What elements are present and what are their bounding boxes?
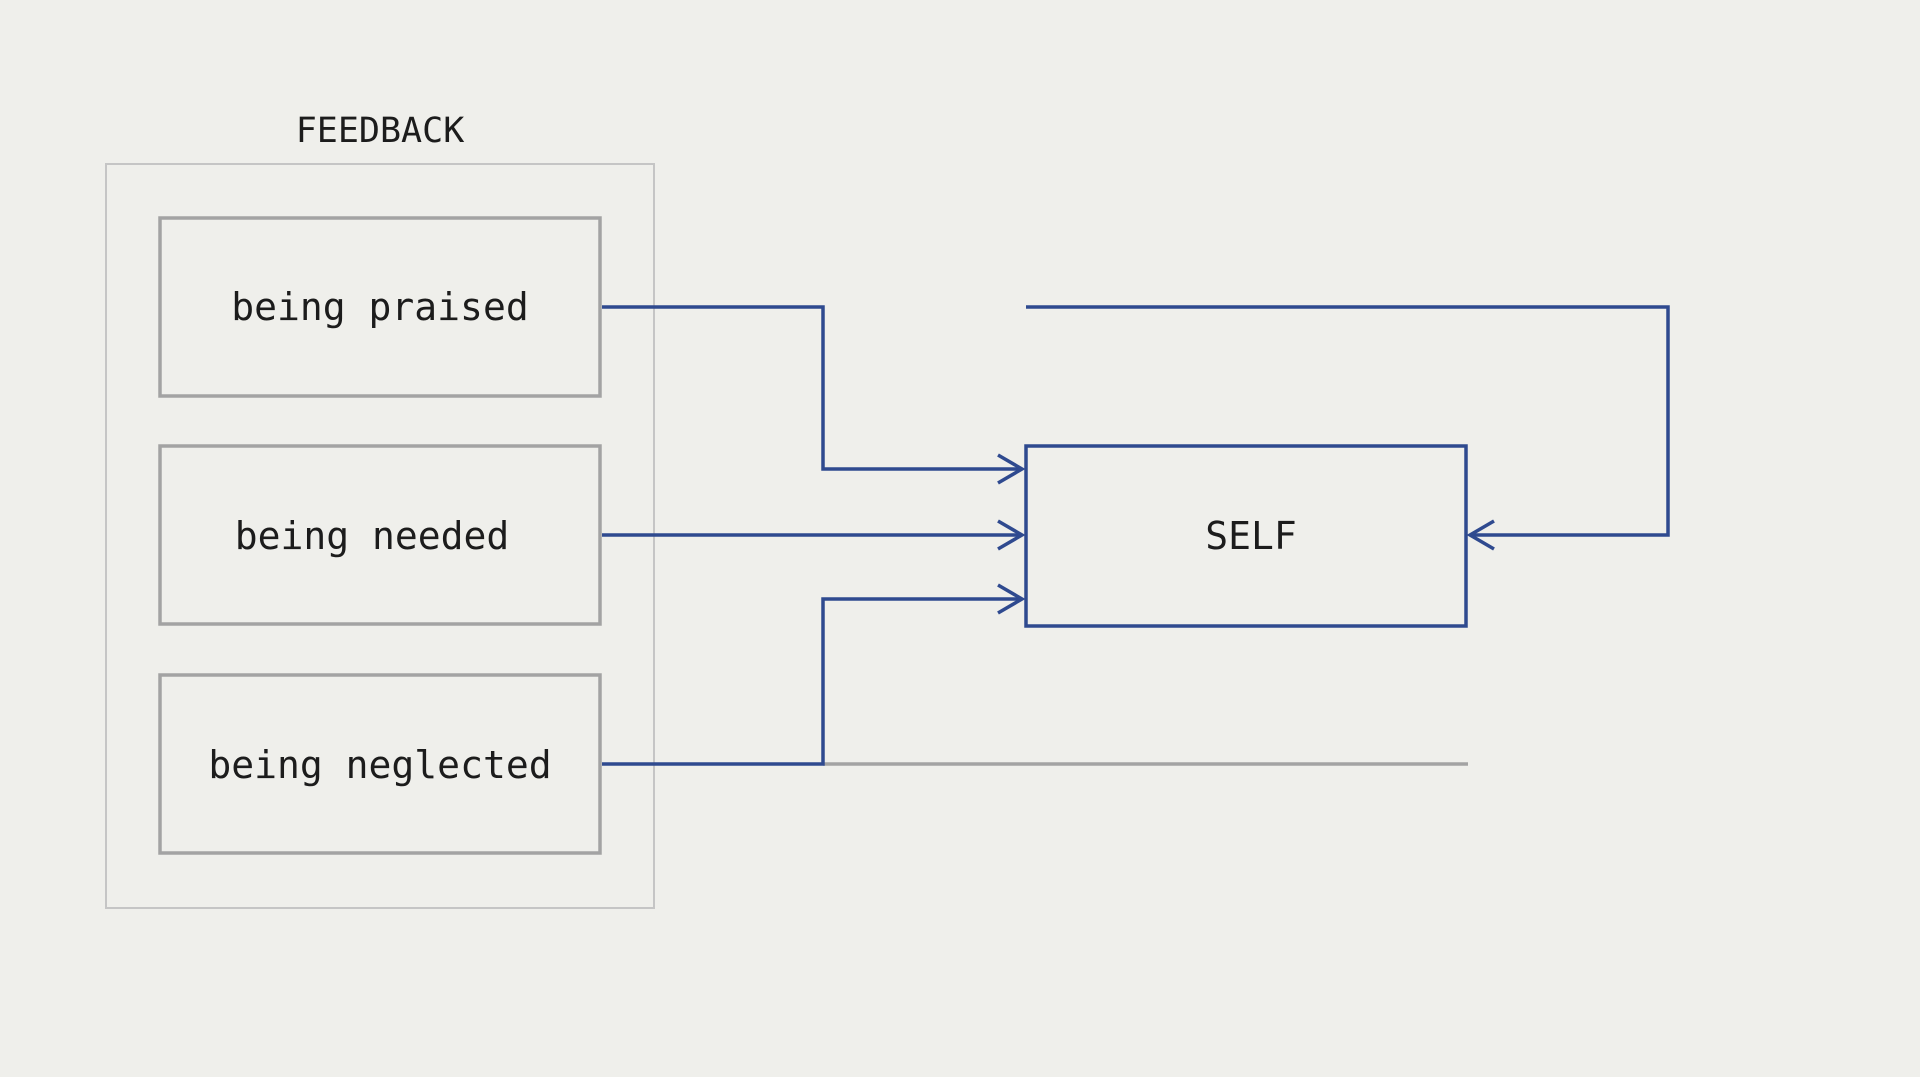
item-box-being-neglected [158,673,602,855]
connector-praised-to-self [602,305,1020,471]
item-box-being-praised [158,216,602,398]
feedback-title: FEEDBACK [296,111,465,151]
arrowhead-neglected-icon [997,583,1026,615]
item-label-being-neglected: being neglected [208,743,551,787]
arrowhead-loop-icon [1466,519,1495,551]
self-box [1024,444,1468,628]
arrowhead-praised-icon [997,453,1026,485]
connector-loop-to-self [1026,305,1670,537]
item-label-being-needed: being needed [235,514,510,558]
connector-neglected-to-self [602,597,1020,766]
item-label-being-praised: being praised [231,285,528,329]
item-box-being-needed [158,444,602,626]
arrowhead-needed-icon [997,519,1026,551]
self-label: SELF [1205,514,1297,558]
